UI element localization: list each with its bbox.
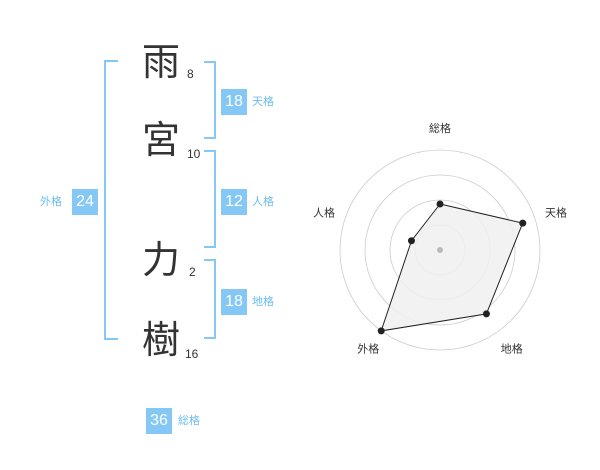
name-char-4: 樹	[141, 318, 180, 362]
radar-point-5	[407, 237, 415, 245]
stroke-count-4: 16	[185, 347, 199, 361]
radar-axis-label: 地格	[501, 342, 523, 356]
radar-point-3	[482, 310, 490, 318]
stroke-count-1: 8	[187, 67, 194, 81]
gaikaku-label: 外格	[40, 195, 62, 208]
name-char-3: 力	[141, 238, 180, 282]
tenkaku-bracket	[204, 61, 216, 139]
soukaku-label: 総格	[178, 414, 200, 427]
stroke-count-2: 10	[187, 147, 201, 161]
chikaku-label: 地格	[252, 295, 274, 308]
name-char-1: 雨	[141, 40, 180, 84]
radar-grid-ring	[339, 149, 541, 351]
radar-point-2	[519, 219, 527, 227]
radar-point-1	[436, 200, 444, 208]
radar-center-dot	[437, 247, 443, 253]
chikaku-bracket	[204, 259, 216, 339]
radar-grid-ring	[364, 174, 516, 326]
tenkaku-label: 天格	[252, 95, 274, 108]
jinkaku-bracket	[204, 150, 216, 248]
radar-axis-label: 人格	[313, 205, 335, 219]
radar-point-4	[377, 327, 385, 335]
radar-data-polygon	[380, 203, 524, 332]
radar-axis-label: 天格	[545, 205, 567, 219]
gaikaku-value-badge: 24	[72, 189, 98, 215]
jinkaku-value-badge: 12	[221, 189, 247, 215]
soukaku-value-badge: 36	[146, 408, 172, 434]
name-char-2: 宮	[141, 118, 180, 162]
jinkaku-label: 人格	[252, 195, 274, 208]
gaikaku-bracket	[104, 60, 118, 340]
chikaku-value-badge: 18	[221, 289, 247, 315]
stroke-count-3: 2	[189, 265, 196, 279]
tenkaku-value-badge: 18	[221, 89, 247, 115]
radar-axis-label: 外格	[357, 342, 379, 356]
radar-axis-label: 総格	[429, 121, 451, 135]
